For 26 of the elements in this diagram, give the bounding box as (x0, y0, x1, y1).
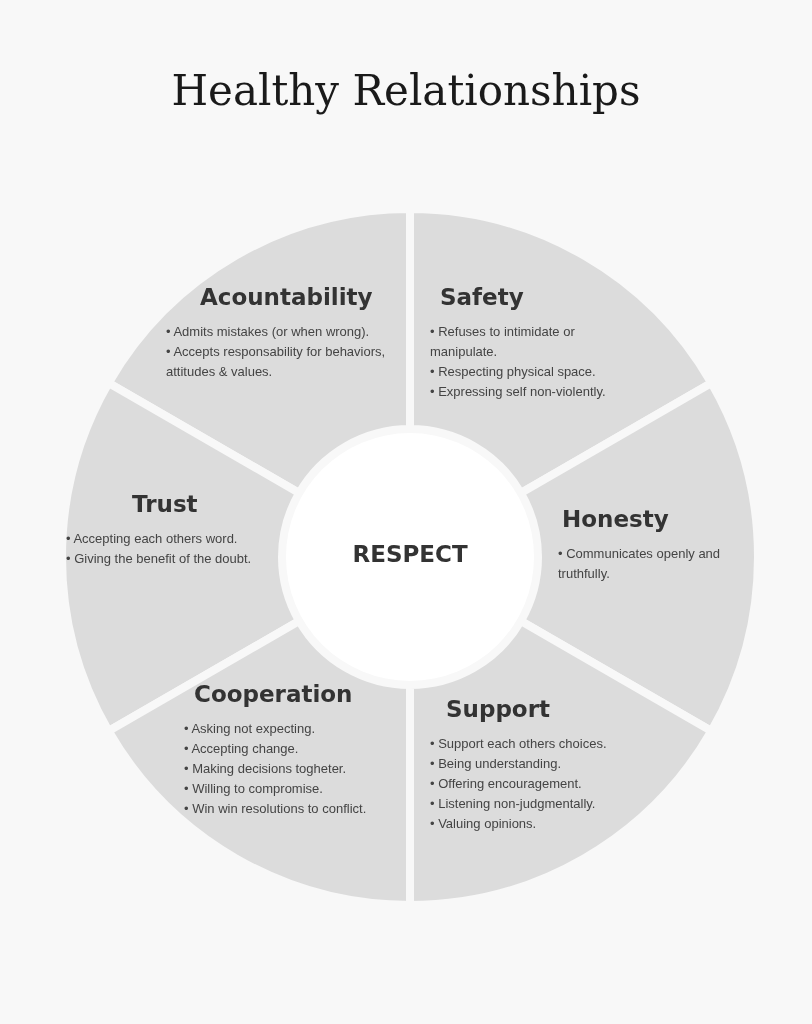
segment-heading: Honesty (562, 506, 669, 532)
segment-heading: Acountability (200, 284, 373, 310)
bullet-item: • Giving the benefit of the doubt. (66, 550, 253, 568)
bullet-item: • Communicates openly and truthfully. (558, 545, 722, 583)
bullet-item: • Listening non-judgmentally. (430, 795, 597, 813)
segment-heading: Cooperation (194, 681, 353, 707)
bullet-item: • Refuses to intimidate or manipulate. (430, 323, 576, 361)
bullet-item: • Expressing self non-violently. (430, 383, 607, 401)
bullet-item: • Accepts responsability for behaviors, attitudes & values. (166, 343, 387, 381)
title: Healthy Relationships (170, 66, 642, 115)
segment-heading: Support (446, 696, 550, 722)
bullet-item: • Admits mistakes (or when wrong). (166, 323, 371, 341)
bullet-item: • Accepting change. (184, 740, 300, 758)
segment-heading: Safety (440, 284, 524, 310)
bullet-item: • Offering encouragement. (430, 775, 583, 793)
bullet-item: • Accepting each others word. (66, 530, 239, 548)
bullet-item: • Valuing opinions. (430, 815, 538, 833)
segment-heading: Trust (132, 491, 198, 517)
bullet-item: • Asking not expecting. (184, 720, 317, 738)
center-label: RESPECT (352, 541, 468, 567)
bullet-item: • Making decisions togheter. (184, 760, 348, 778)
bullet-item: • Support each others choices. (430, 735, 608, 753)
bullet-item: • Being understanding. (430, 755, 563, 773)
bullet-item: • Respecting physical space. (430, 363, 597, 381)
bullet-item: • Willing to compromise. (184, 780, 324, 798)
bullet-item: • Win win resolutions to conflict. (184, 800, 368, 818)
